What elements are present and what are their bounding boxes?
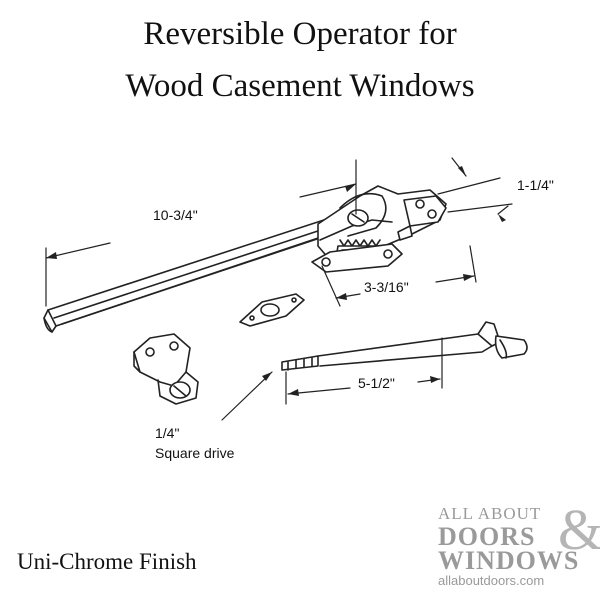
dim-crank-length: 5-1/2": [358, 375, 395, 391]
logo-site: allaboutdoors.com: [438, 573, 545, 588]
operator-arm: [43, 217, 339, 333]
logo-line-1: ALL ABOUT: [438, 504, 542, 523]
finish-label: Uni-Chrome Finish: [17, 549, 197, 574]
logo-line-3: WINDOWS: [438, 546, 580, 575]
arrow-heads: [46, 166, 506, 396]
title-line-2: Wood Casement Windows: [125, 68, 475, 104]
logo-ampersand: &: [558, 497, 600, 562]
bracket: [133, 333, 199, 405]
title-line-1: Reversible Operator for: [143, 16, 457, 52]
logo-line-2: DOORS: [438, 522, 536, 551]
dim-arm-length: 10-3/4": [153, 207, 198, 223]
crank-handle: [281, 321, 528, 371]
dim-base-length: 3-3/16": [364, 279, 409, 295]
dim-width: 1-1/4": [517, 177, 554, 193]
dim-drive-size: 1/4": [155, 425, 179, 441]
operator-body: [311, 185, 447, 273]
dim-drive-type: Square drive: [155, 445, 235, 461]
gasket-plate: [239, 293, 305, 327]
brand-logo: & ALL ABOUT DOORS WINDOWS allaboutdoors.…: [438, 497, 600, 590]
